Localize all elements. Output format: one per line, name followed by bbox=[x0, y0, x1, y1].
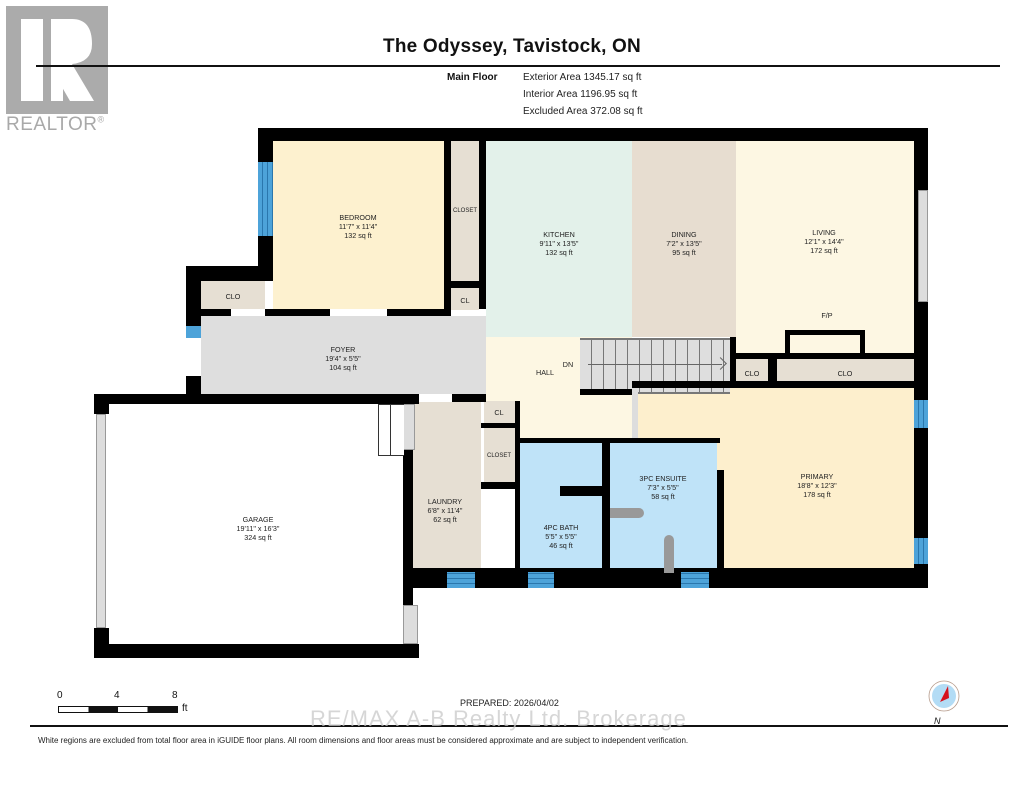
wall-garage-right bbox=[403, 450, 413, 605]
wall-clo-top bbox=[186, 266, 273, 281]
room-foyer[interactable] bbox=[201, 316, 486, 394]
wall-primary-top bbox=[632, 381, 928, 388]
window-living bbox=[918, 190, 928, 302]
wall-stair-right bbox=[730, 337, 736, 387]
wall-living-bottom bbox=[730, 353, 928, 359]
window-laundry bbox=[447, 572, 475, 588]
closet-laundry[interactable] bbox=[484, 428, 515, 482]
wall-garage-bottom bbox=[94, 644, 419, 658]
wall-laundry-top bbox=[452, 394, 486, 402]
page-title: The Odyssey, Tavistock, ON bbox=[383, 36, 641, 57]
realtor-r-icon bbox=[6, 6, 108, 114]
label-clo-primary-1: CLO bbox=[744, 369, 760, 378]
wall-bath-left bbox=[515, 401, 520, 569]
exterior-area: Exterior Area 1345.17 sq ft bbox=[523, 72, 642, 83]
label-hall: HALL bbox=[536, 368, 554, 377]
footer-divider bbox=[30, 725, 1008, 727]
label-clo-foyer: CLO bbox=[225, 292, 241, 301]
disclaimer: White regions are excluded from total fl… bbox=[38, 736, 689, 745]
fireplace[interactable] bbox=[785, 330, 865, 354]
wall-stair-bottom bbox=[580, 389, 632, 395]
label-closet-laundry: CLOSET bbox=[486, 453, 512, 459]
compass-icon bbox=[928, 680, 960, 712]
closet-bedroom[interactable] bbox=[451, 141, 479, 281]
excluded-area: Excluded Area 372.08 sq ft bbox=[523, 106, 643, 117]
room-laundry[interactable] bbox=[413, 402, 481, 568]
garage-door[interactable] bbox=[96, 414, 106, 628]
wall-foyer-top-3 bbox=[387, 309, 451, 316]
window-foyer bbox=[186, 326, 201, 338]
fixture-vanity bbox=[610, 508, 644, 518]
wall-clo-divider bbox=[768, 359, 777, 387]
stairs-arrow-icon bbox=[588, 364, 722, 365]
scale-tick-4: 4 bbox=[114, 690, 120, 701]
closet-cl-laundry[interactable] bbox=[484, 401, 515, 423]
wall-cl-top bbox=[451, 281, 486, 288]
wall-top bbox=[258, 128, 928, 141]
scale-tick-0: 0 bbox=[57, 690, 63, 701]
wall-foyer-top-1 bbox=[201, 309, 231, 316]
wall-cl-laundry bbox=[481, 423, 515, 428]
wall-bath-top bbox=[520, 438, 720, 443]
label-fireplace: F/P bbox=[821, 311, 833, 320]
scale-unit: ft bbox=[182, 703, 188, 714]
label-cl-top: CL bbox=[460, 296, 470, 305]
wall-closet-laundry-bottom bbox=[481, 482, 515, 489]
label-cl-laundry: CL bbox=[494, 408, 504, 417]
label-stairs-down: DN bbox=[562, 360, 574, 369]
brokerage-watermark: RE/MAX A-B Realty Ltd. Brokerage bbox=[310, 706, 687, 731]
closet-clo-foyer[interactable] bbox=[201, 281, 265, 309]
room-garage[interactable] bbox=[109, 404, 403, 644]
room-4pc-bath[interactable] bbox=[520, 443, 602, 569]
interior-area: Interior Area 1196.95 sq ft bbox=[523, 89, 638, 100]
garage-steps bbox=[378, 404, 404, 456]
window-bath bbox=[528, 572, 554, 588]
wall-foyer-top-2 bbox=[265, 309, 330, 316]
window-primary-2 bbox=[914, 538, 928, 564]
fixture-toilet bbox=[664, 535, 674, 573]
floor-label: Main Floor bbox=[447, 72, 498, 83]
room-bedroom[interactable] bbox=[273, 141, 444, 309]
compass-north-label: N bbox=[934, 716, 941, 726]
realtor-wordmark: REALTOR® bbox=[6, 114, 105, 135]
door-hall-primary[interactable] bbox=[632, 388, 638, 438]
label-clo-primary-2: CLO bbox=[837, 369, 853, 378]
label-closet-bedroom: CLOSET bbox=[452, 208, 478, 214]
room-kitchen[interactable] bbox=[486, 141, 632, 337]
wall-garage-left-top bbox=[94, 394, 109, 414]
closet-cl-top[interactable] bbox=[451, 288, 479, 310]
window-primary-1 bbox=[914, 400, 928, 428]
window-ensuite bbox=[681, 572, 709, 588]
wall-ensuite-right bbox=[717, 470, 724, 570]
prepared-date: PREPARED: 2026/04/02 bbox=[460, 698, 559, 708]
wall-closet-right bbox=[479, 141, 486, 309]
scale-tick-8: 8 bbox=[172, 690, 178, 701]
wall-garage-top bbox=[94, 394, 419, 404]
wall-foyer-left-bottom bbox=[186, 376, 201, 394]
room-living[interactable] bbox=[736, 141, 914, 353]
wall-bedroom-right bbox=[444, 141, 451, 309]
header-divider bbox=[36, 65, 1000, 67]
wall-foyer-left-top bbox=[186, 266, 201, 326]
wall-bath-stub bbox=[560, 486, 602, 496]
room-dining[interactable] bbox=[632, 141, 736, 337]
realtor-logo bbox=[6, 6, 108, 114]
window-bedroom bbox=[258, 162, 273, 236]
scale-bar bbox=[58, 706, 178, 713]
wall-bath-divider bbox=[602, 443, 610, 569]
door-garage-laundry[interactable] bbox=[403, 404, 415, 450]
garage-side-door[interactable] bbox=[403, 605, 418, 644]
